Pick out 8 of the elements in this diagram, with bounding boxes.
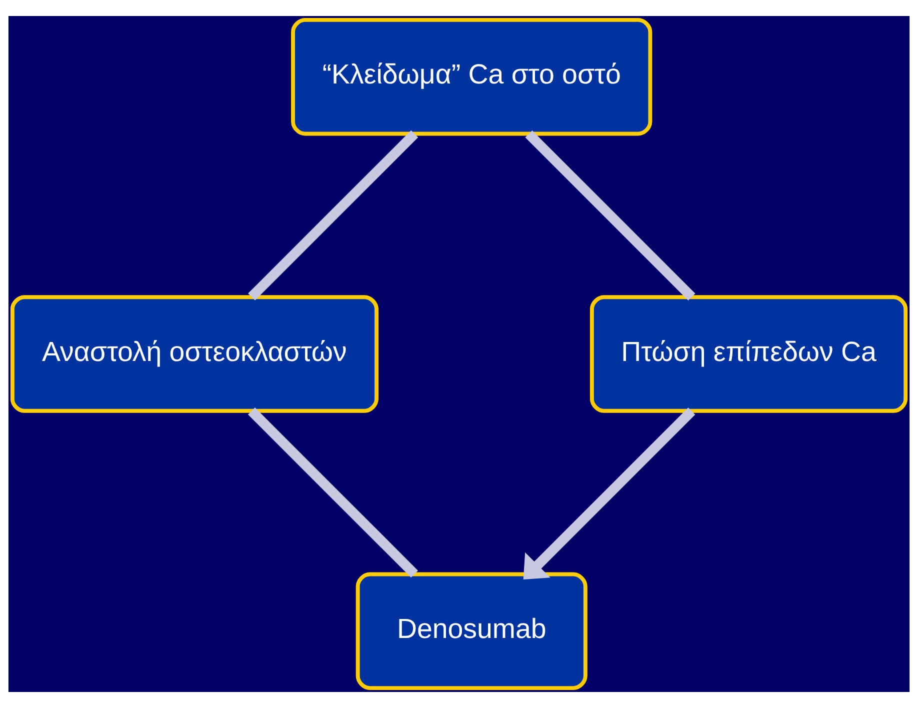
- node-box: Πτώση επίπεδων Ca: [590, 295, 908, 413]
- connector: [248, 408, 418, 578]
- node-box: “Κλείδωμα” Ca στο οστό: [291, 18, 652, 136]
- node-box: Denosumab: [356, 572, 588, 690]
- connector: [248, 130, 418, 300]
- connector: [525, 130, 696, 300]
- arrow: [523, 408, 696, 580]
- node-box: Αναστολή οστεοκλαστών: [10, 295, 378, 413]
